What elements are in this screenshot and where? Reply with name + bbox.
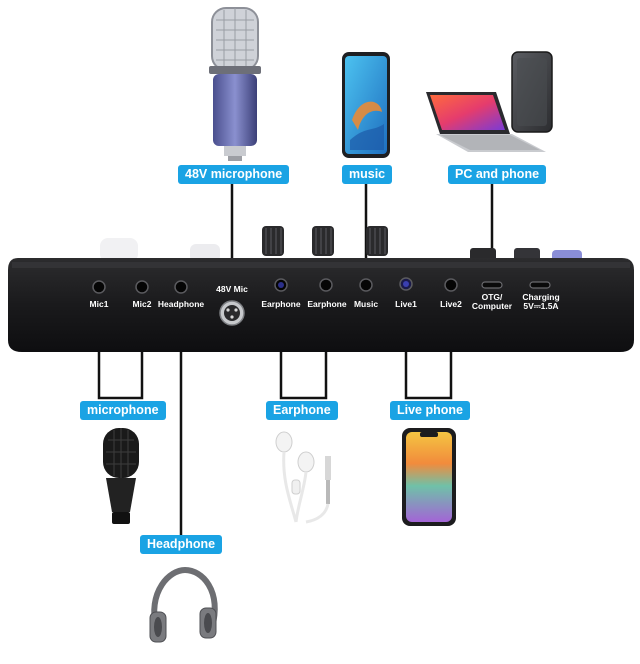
headphones-icon bbox=[150, 570, 216, 642]
callout-microphone: microphone bbox=[80, 401, 166, 420]
smartphone-icon bbox=[402, 428, 456, 526]
smartphone-icon bbox=[342, 52, 390, 158]
dynamic-microphone-icon bbox=[103, 428, 139, 524]
port-label-live2: Live2 bbox=[435, 300, 467, 309]
smartphone-icon bbox=[512, 52, 552, 132]
port-label-mic2: Mic2 bbox=[127, 300, 157, 309]
port-label-charging-line2: 5V⎓1.5A bbox=[514, 302, 568, 311]
callout-48v-microphone: 48V microphone bbox=[178, 165, 289, 184]
callout-live-phone: Live phone bbox=[390, 401, 470, 420]
knob-icon bbox=[366, 226, 388, 256]
port-label-earphone-1: Earphone bbox=[256, 300, 306, 309]
port-label-48v-mic: 48V Mic bbox=[212, 285, 252, 294]
port-label-music: Music bbox=[348, 300, 384, 309]
port-label-otg-line2: Computer bbox=[466, 302, 518, 311]
xlr-port-icon bbox=[220, 301, 244, 325]
earphones-icon bbox=[276, 432, 331, 522]
callout-earphone: Earphone bbox=[266, 401, 338, 420]
callout-pc-and-phone: PC and phone bbox=[448, 165, 546, 184]
port-label-headphone: Headphone bbox=[154, 300, 208, 309]
port-label-live1: Live1 bbox=[390, 300, 422, 309]
audio-interface-body bbox=[8, 226, 634, 352]
condenser-microphone-icon bbox=[209, 8, 261, 161]
port-label-earphone-2: Earphone bbox=[302, 300, 352, 309]
callout-headphone: Headphone bbox=[140, 535, 222, 554]
callout-music: music bbox=[342, 165, 392, 184]
knob-icon bbox=[312, 226, 334, 256]
knob-icon bbox=[262, 226, 284, 256]
port-label-mic1: Mic1 bbox=[84, 300, 114, 309]
